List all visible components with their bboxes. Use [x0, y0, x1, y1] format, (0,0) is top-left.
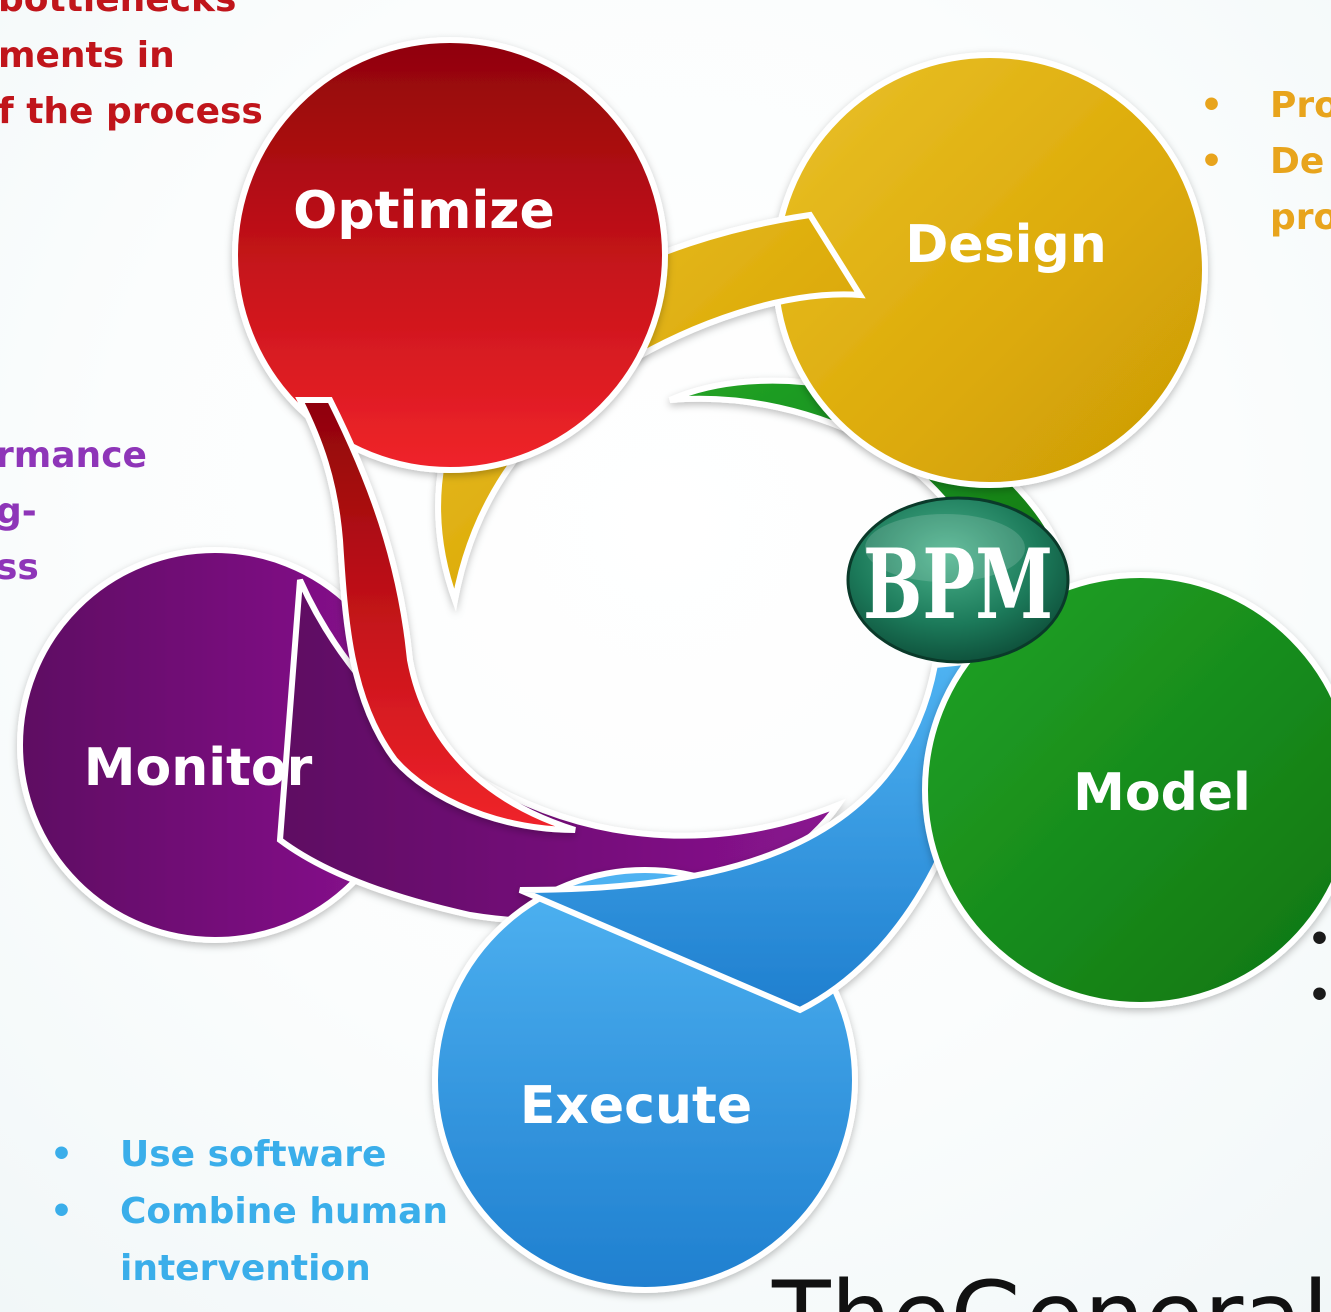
- optimize-note-line: ments in: [0, 35, 175, 76]
- design-note-text: De: [1270, 141, 1325, 182]
- bullet-icon: •: [1200, 85, 1224, 126]
- execute-note-text: Combine human: [120, 1191, 449, 1232]
- design-note-item: • De: [1200, 134, 1331, 190]
- bullet-icon: •: [1308, 919, 1331, 960]
- bpm-logo: BPM: [846, 496, 1070, 664]
- design-note-item: pro: [1200, 190, 1331, 246]
- execute-note-text: Use software: [120, 1134, 387, 1175]
- execute-notes: • Use software • Combine human interventio…: [50, 1126, 448, 1297]
- model-label: Model: [1073, 763, 1251, 823]
- bullet-icon: •: [1308, 975, 1331, 1016]
- bullet-icon: •: [50, 1134, 74, 1175]
- monitor-note-line: ss: [0, 547, 39, 588]
- model-note-bullet: •: [1308, 968, 1331, 1024]
- optimize-label: Optimize: [293, 181, 555, 241]
- monitor-note-line: g-: [0, 491, 37, 532]
- model-notes: • •: [1308, 912, 1331, 1024]
- design-label: Design: [905, 215, 1106, 275]
- monitor-note-line: rmance: [0, 435, 147, 476]
- execute-note-item: • Use software: [50, 1126, 448, 1183]
- design-note-text: Pro: [1270, 85, 1331, 126]
- monitor-notes: rmance g- ss: [0, 428, 147, 596]
- execute-label: Execute: [520, 1076, 752, 1136]
- optimize-note-line: f the process: [0, 91, 263, 132]
- execute-note-text: intervention: [120, 1248, 371, 1289]
- execute-note-item: intervention: [50, 1240, 448, 1297]
- monitor-label: Monitor: [84, 738, 313, 798]
- optimize-note-line: bottlenecks: [0, 0, 263, 28]
- bpm-logo-text: BPM: [863, 528, 1053, 641]
- design-note-text: pro: [1270, 197, 1331, 238]
- execute-note-item: • Combine human: [50, 1183, 448, 1240]
- model-note-bullet: •: [1308, 912, 1331, 968]
- execute-petal[interactable]: [432, 656, 989, 1293]
- design-notes: • Pro • De pro: [1200, 78, 1331, 246]
- optimize-notes: bottlenecks ments in f the process: [0, 0, 263, 140]
- footer-title: TheGeneral: [772, 1262, 1329, 1312]
- design-note-item: • Pro: [1200, 78, 1331, 134]
- bullet-icon: •: [50, 1191, 74, 1232]
- optimize-petal[interactable]: [232, 37, 668, 833]
- bullet-icon: •: [1200, 141, 1224, 182]
